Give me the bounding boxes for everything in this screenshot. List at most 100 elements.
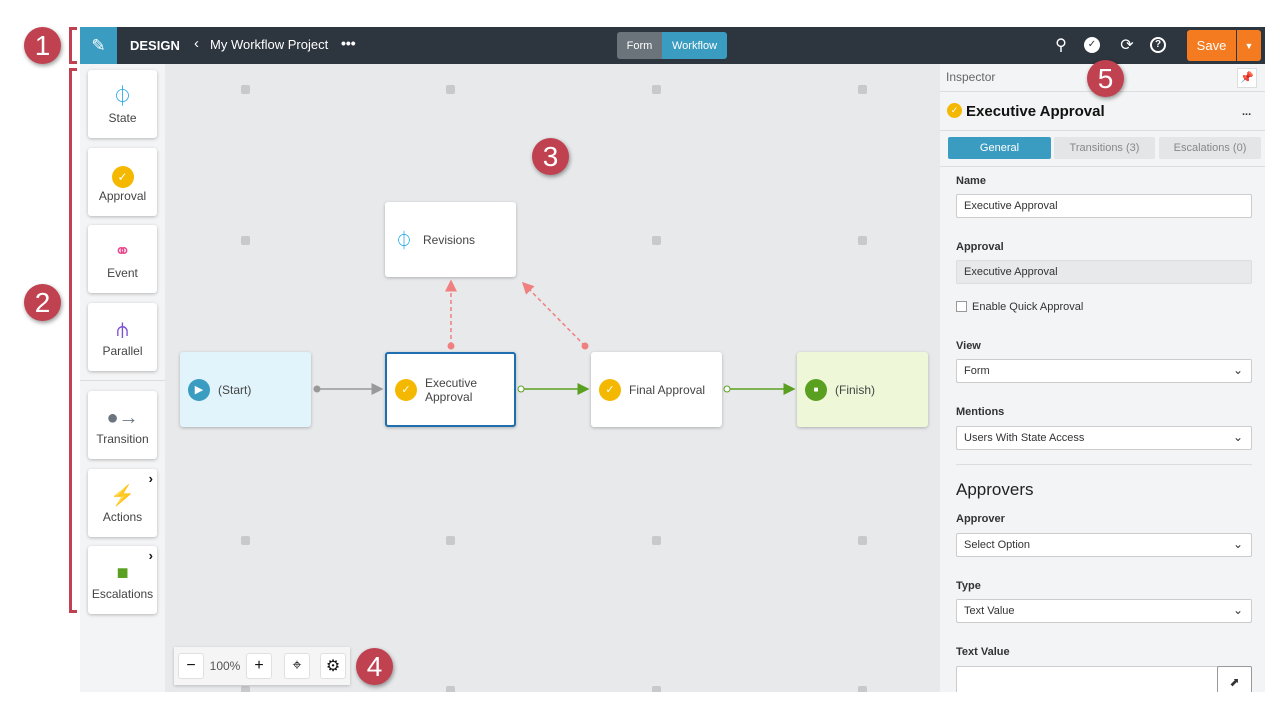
grid-dot [858, 536, 867, 545]
tool-label: Actions [102, 510, 143, 524]
tab-workflow[interactable]: Workflow [662, 32, 727, 59]
pin-icon[interactable]: 📌 [1237, 68, 1257, 88]
mentions-label: Mentions [956, 406, 1005, 418]
text-value-input[interactable] [956, 666, 1252, 692]
mentions-value: Users With State Access [964, 432, 1085, 444]
grid-dot [858, 85, 867, 94]
approval-icon: ✓ [111, 161, 134, 189]
callout-1: 1 [24, 27, 61, 64]
chevron-down-icon: ⌄ [1232, 430, 1243, 444]
tab-general[interactable]: General [948, 137, 1051, 159]
grid-dot [446, 85, 455, 94]
help-icon[interactable]: ? [1150, 37, 1166, 53]
node-final-approval[interactable]: ✓Final Approval [591, 352, 722, 427]
app-mode: DESIGN [130, 38, 180, 53]
grid-dot [241, 85, 250, 94]
callout-bracket-1 [69, 27, 77, 64]
type-value: Text Value [964, 605, 1015, 617]
zoom-toolbar: − 100% + ⌖ ⚙ [174, 647, 350, 685]
quick-approval-checkbox[interactable] [956, 301, 967, 312]
tool-label: Event [107, 266, 138, 280]
check-circle-icon[interactable]: ✓ [1084, 37, 1100, 53]
tool-parallel[interactable]: ⫛Parallel [88, 303, 157, 371]
node-start[interactable]: ▶(Start) [180, 352, 311, 427]
play-icon: ▶ [188, 378, 210, 401]
type-select[interactable]: Text Value ⌄ [956, 599, 1252, 623]
name-label: Name [956, 175, 986, 187]
callout-5: 5 [1087, 60, 1124, 97]
tab-transitions[interactable]: Transitions (3) [1054, 137, 1155, 159]
zoom-in-button[interactable]: + [246, 653, 272, 679]
pencil-icon[interactable]: ✎ [80, 27, 117, 64]
node-label-line: Approval [425, 389, 473, 404]
view-select[interactable]: Form⌄ [956, 359, 1252, 383]
transition-icon: ●→ [106, 407, 139, 429]
project-more-button[interactable]: ••• [341, 35, 356, 51]
grid-dot [241, 536, 250, 545]
node-finish[interactable]: ■(Finish) [797, 352, 928, 427]
node-label-line: Executive [425, 375, 478, 390]
state-icon: ⏀ [112, 86, 133, 108]
grid-dot [652, 236, 661, 245]
grid-dot [652, 686, 661, 692]
expand-arrow-icon[interactable]: ⬈ [1217, 666, 1252, 692]
grid-dot [241, 686, 250, 692]
center-target-icon[interactable]: ⌖ [284, 653, 310, 679]
save-button[interactable]: Save [1187, 30, 1236, 61]
tool-event[interactable]: ⚭ Event [88, 225, 157, 293]
tab-escalations[interactable]: Escalations (0) [1159, 137, 1261, 159]
grid-dot [446, 536, 455, 545]
tool-actions[interactable]: ›⚡Actions [88, 469, 157, 537]
chevron-down-icon: ⌄ [1232, 363, 1243, 377]
mentions-select[interactable]: Users With State Access ⌄ [956, 426, 1252, 450]
chevron-down-icon: ⌄ [1232, 537, 1243, 551]
connections [313, 279, 796, 395]
approval-field: Executive Approval [956, 260, 1252, 284]
node-more-button[interactable]: ... [1242, 106, 1252, 118]
tab-form[interactable]: Form [617, 32, 662, 59]
transition-final-revisions [521, 281, 589, 350]
tool-label: Escalations [91, 587, 154, 601]
chevron-right-icon: › [148, 548, 153, 563]
chevron-down-icon: ⌄ [1232, 603, 1243, 617]
name-input[interactable]: Executive Approval [956, 194, 1252, 218]
tool-label: Transition [96, 432, 149, 446]
grid-dot [241, 236, 250, 245]
toolbox-divider [80, 380, 165, 381]
divider [940, 166, 1265, 167]
node-label: (Finish) [835, 382, 876, 397]
approval-icon: ✓ [395, 378, 417, 401]
lightning-icon: ⚡ [110, 485, 135, 507]
back-chevron-icon[interactable]: ‹ [194, 35, 199, 52]
tool-approval[interactable]: ✓Approval [88, 148, 157, 216]
project-name[interactable]: My Workflow Project [210, 37, 329, 52]
event-icon: ⚭ [114, 241, 131, 263]
top-bar: ✎ DESIGN ‹ My Workflow Project ••• Form … [80, 27, 1265, 64]
quick-approval-label: Enable Quick Approval [972, 301, 1084, 313]
save-dropdown-button[interactable]: ▼ [1237, 30, 1261, 61]
refresh-icon[interactable]: ⟳ [1120, 37, 1134, 54]
gear-icon[interactable]: ⚙ [320, 653, 346, 679]
approver-select[interactable]: Select Option⌄ [956, 533, 1252, 557]
tool-label: Parallel [102, 344, 143, 358]
tool-transition[interactable]: ●→ Transition [88, 391, 157, 459]
search-icon[interactable]: ⚲ [1055, 37, 1067, 54]
node-revisions[interactable]: ⏀ Revisions [385, 202, 516, 277]
view-label: View [956, 340, 981, 352]
tool-state[interactable]: ⏀ State [88, 70, 157, 138]
state-icon: ⏀ [395, 230, 413, 251]
divider [956, 464, 1252, 465]
callout-bracket-2 [69, 68, 77, 613]
approver-label: Approver [956, 513, 1005, 525]
node-label: Revisions [423, 232, 476, 247]
tool-label: State [108, 111, 137, 125]
zoom-out-button[interactable]: − [178, 653, 204, 679]
escalations-icon: ■ [116, 562, 129, 584]
tool-escalations[interactable]: › ■ Escalations [88, 546, 157, 614]
grid-dot [652, 536, 661, 545]
grid-dot [858, 236, 867, 245]
grid-dot [446, 686, 455, 692]
callout-4: 4 [356, 648, 393, 685]
